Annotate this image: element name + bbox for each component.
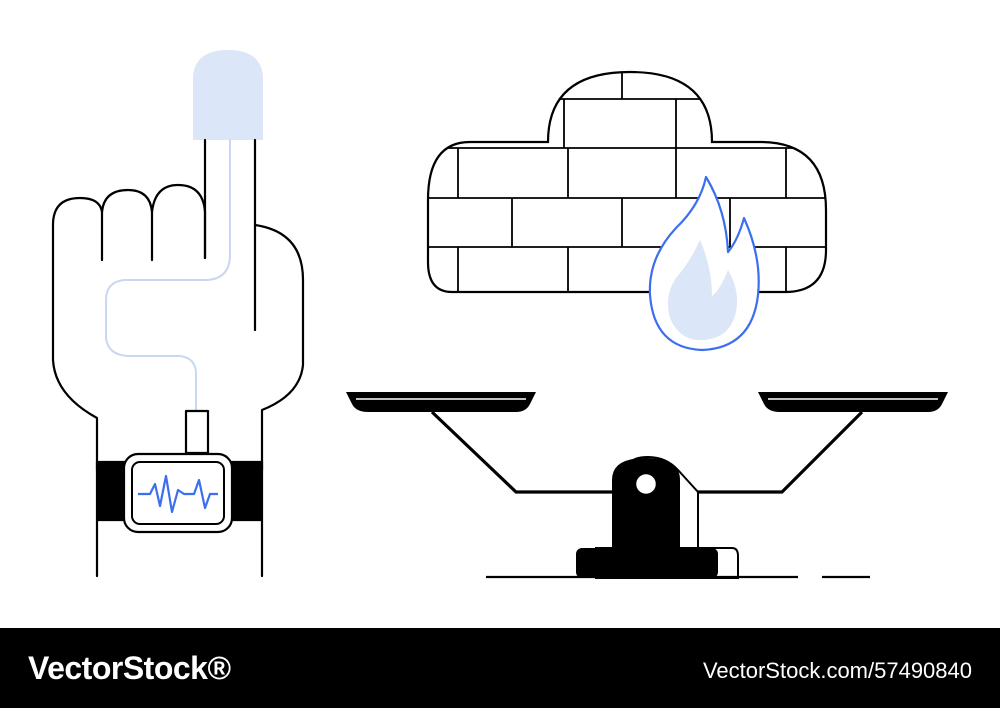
illustration xyxy=(51,50,948,579)
brick-firewall-cloud-icon xyxy=(426,70,828,294)
balance-scale-icon xyxy=(346,392,948,579)
heart-rate-line xyxy=(138,474,218,514)
brand-logo: VectorStock® xyxy=(28,650,231,686)
image-id: VectorStock.com/57490840 xyxy=(702,658,972,683)
flame-icon xyxy=(648,175,760,352)
sensor-cable xyxy=(105,139,231,413)
heart-rate-watch-icon xyxy=(122,452,234,534)
finger-sensor-cap xyxy=(193,50,263,140)
watermark-footer: VectorStock® VectorStock.com/57490840 xyxy=(0,628,1000,708)
